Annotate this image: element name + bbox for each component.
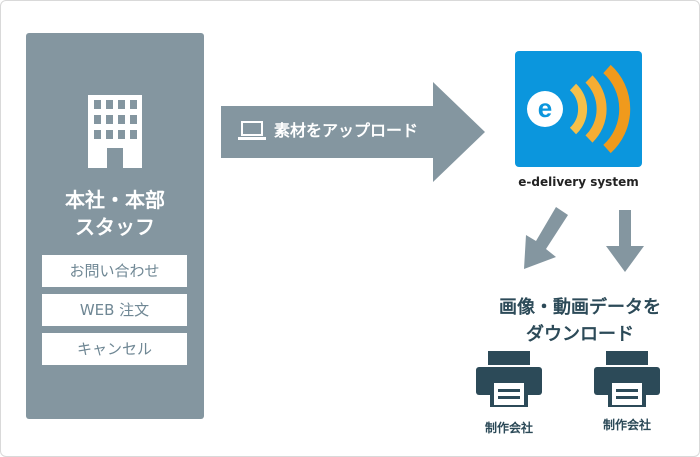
web-order-button[interactable]: WEB 注文 [42, 294, 187, 326]
upload-label: 素材をアップロード [274, 121, 419, 140]
download-arrow-vertical [606, 210, 644, 272]
e-signal-icon: e [527, 64, 631, 154]
hq-title: 本社・本部 スタッフ [26, 187, 204, 241]
download-line2: ダウンロード [526, 324, 634, 345]
cancel-button[interactable]: キャンセル [42, 333, 187, 365]
download-arrow-diagonal [524, 207, 568, 269]
svg-text:e: e [538, 93, 552, 123]
download-text: 画像・動画データを ダウンロード [470, 294, 690, 348]
e-delivery-logo: e [515, 51, 642, 167]
hq-title-line1: 本社・本部 [65, 188, 165, 212]
hq-title-line2: スタッフ [75, 215, 155, 239]
system-name: e-delivery system [518, 175, 639, 189]
contact-button[interactable]: お問い合わせ [42, 255, 187, 287]
upload-arrow [221, 82, 485, 182]
printer-icon [594, 351, 660, 407]
laptop-icon [238, 121, 266, 140]
printer-icon [476, 351, 542, 407]
download-line1: 画像・動画データを [499, 297, 661, 318]
hq-staff-panel: 本社・本部 スタッフ お問い合わせ WEB 注文 キャンセル [26, 33, 204, 419]
company-label-1: 制作会社 [484, 421, 533, 435]
building-icon [88, 90, 142, 168]
company-label-2: 制作会社 [602, 418, 651, 432]
